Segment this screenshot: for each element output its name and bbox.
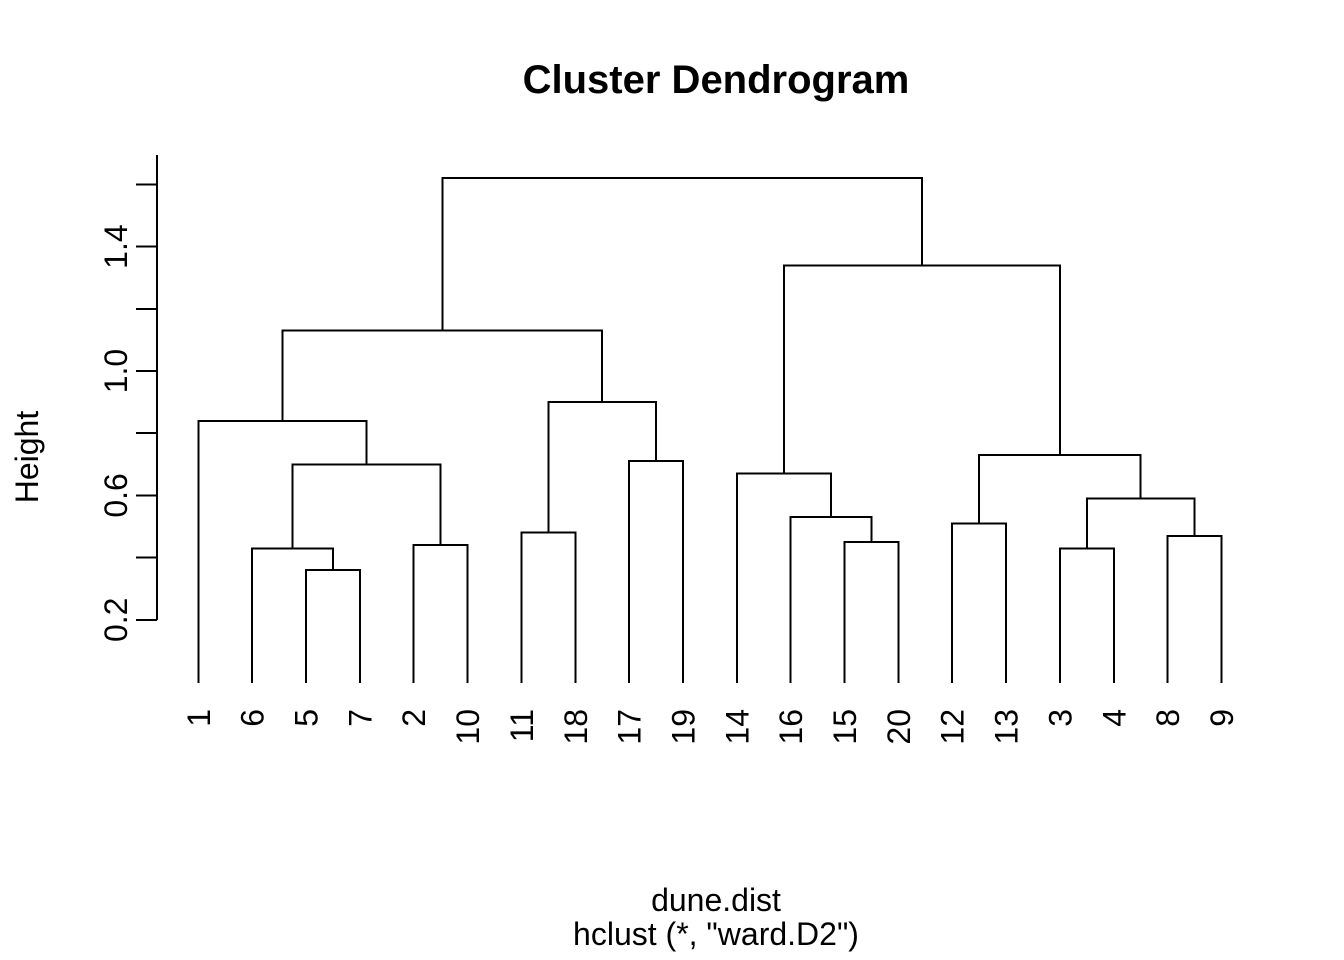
y-axis bbox=[136, 155, 158, 621]
leaf-label: 15 bbox=[827, 709, 863, 745]
leaf-label: 5 bbox=[289, 709, 325, 727]
y-axis-title: Height bbox=[9, 410, 45, 504]
leaf-label: 11 bbox=[504, 709, 540, 742]
leaf-label: 7 bbox=[342, 709, 378, 727]
leaf-label: 16 bbox=[773, 709, 809, 745]
leaf-label: 17 bbox=[612, 709, 648, 745]
y-tick-label: 0.6 bbox=[98, 473, 134, 517]
leaf-label: 19 bbox=[665, 709, 701, 745]
leaf-label: 13 bbox=[989, 709, 1025, 745]
caption-distance-object: dune.dist bbox=[651, 882, 781, 918]
y-tick-label: 1.0 bbox=[98, 349, 134, 393]
leaf-label: 2 bbox=[396, 709, 432, 727]
leaf-label: 10 bbox=[450, 709, 486, 745]
leaf-label: 20 bbox=[881, 709, 917, 745]
dendrogram-tree bbox=[197, 177, 1223, 683]
leaf-label: 12 bbox=[935, 709, 971, 745]
leaf-label: 6 bbox=[235, 709, 271, 727]
y-tick-label: 1.4 bbox=[98, 224, 134, 268]
y-tick-label: 0.2 bbox=[98, 598, 134, 642]
caption-hclust-method: hclust (*, "ward.D2") bbox=[573, 916, 859, 952]
leaf-label: 14 bbox=[719, 709, 755, 745]
leaf-label: 8 bbox=[1150, 709, 1186, 727]
leaf-label: 4 bbox=[1096, 709, 1132, 727]
leaf-label: 1 bbox=[181, 709, 217, 727]
leaf-label: 3 bbox=[1042, 709, 1078, 727]
leaf-label: 9 bbox=[1204, 709, 1240, 727]
leaf-label: 18 bbox=[558, 709, 594, 745]
chart-title: Cluster Dendrogram bbox=[522, 58, 910, 102]
